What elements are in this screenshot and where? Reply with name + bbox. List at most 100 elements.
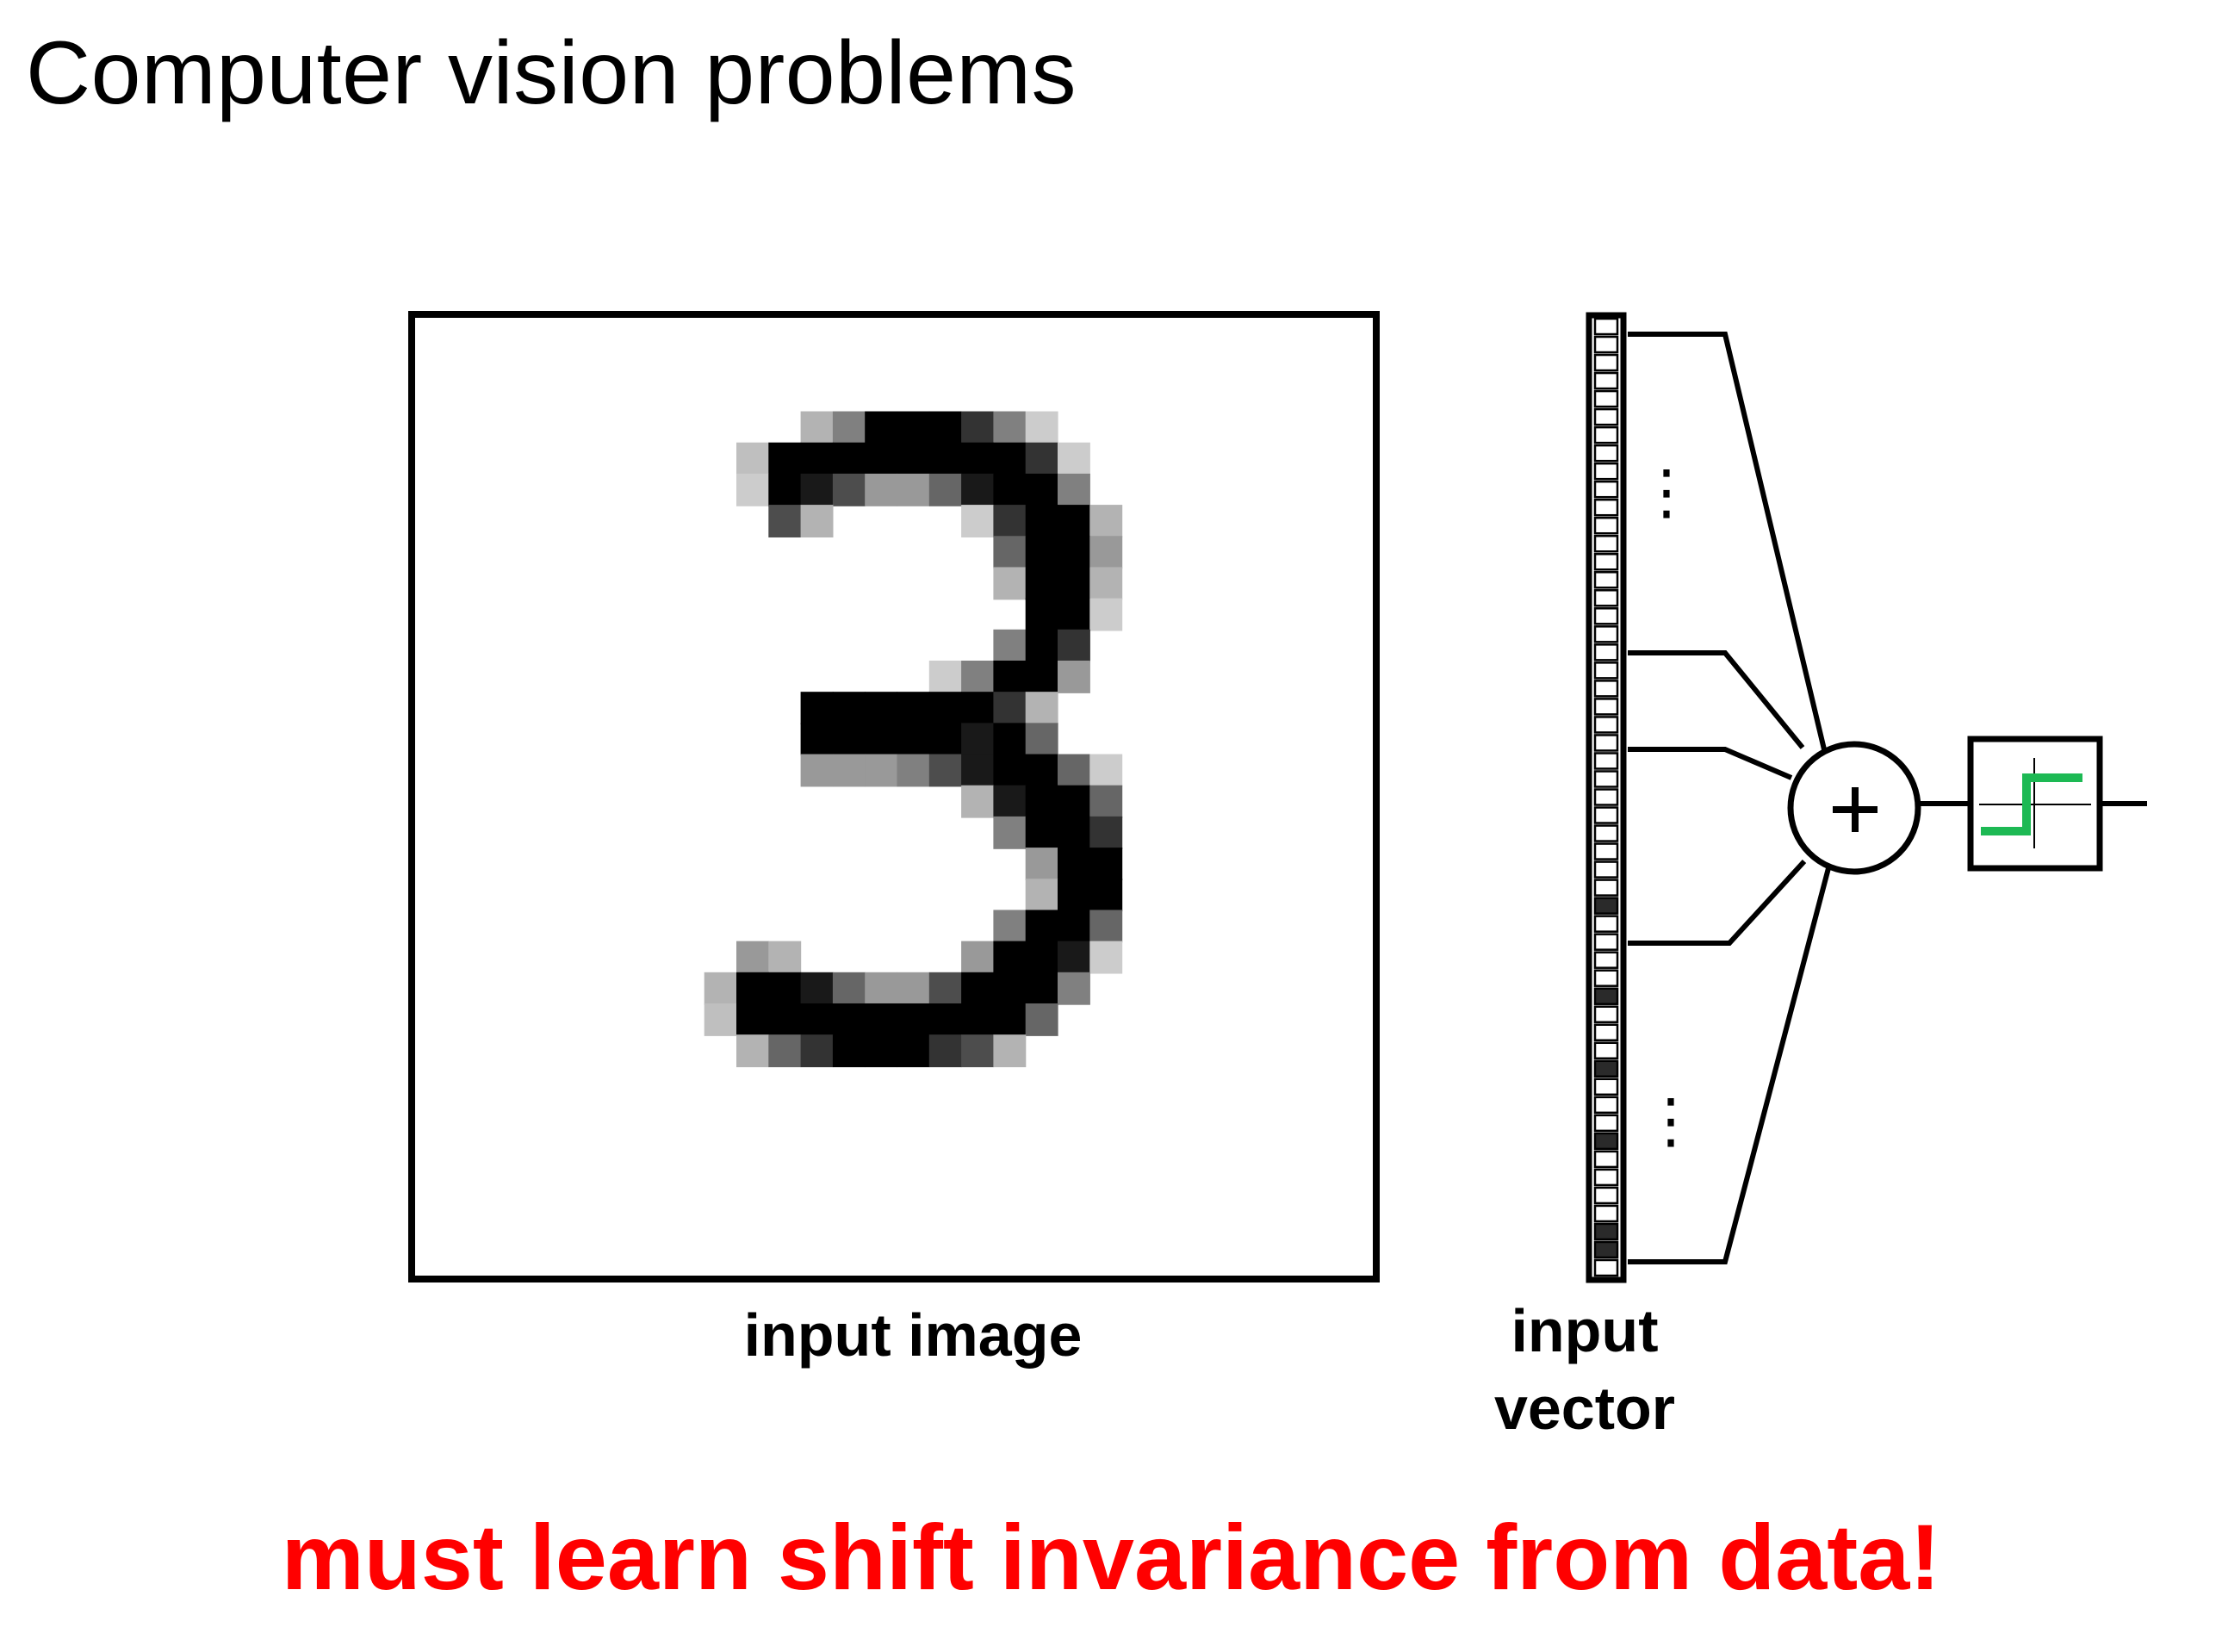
digit-pixel: [1058, 442, 1090, 475]
digit-pixel: [993, 629, 1027, 662]
input-vector-cell: [1593, 1096, 1619, 1115]
digit-pixel: [832, 723, 866, 756]
digit-pixel: [865, 473, 898, 506]
digit-pixel: [1089, 505, 1123, 537]
digit-pixel: [961, 785, 994, 818]
input-vector-cell: [1593, 915, 1619, 933]
digit-pixel: [1025, 536, 1058, 569]
weight-connections: [1628, 332, 1831, 1264]
digit-pixel: [768, 473, 802, 506]
input-vector-cell: [1593, 353, 1619, 372]
digit-pixel: [1025, 754, 1058, 787]
input-vector-cell: [1593, 407, 1619, 426]
connection-top: [1628, 332, 1827, 750]
input-vector-cell: [1593, 951, 1619, 969]
digit-pixel: [961, 941, 994, 974]
digit-pixel: [1025, 442, 1058, 475]
input-vector-cell: [1593, 734, 1619, 752]
digit-pixel: [928, 1034, 962, 1068]
digit-pixel: [865, 1003, 898, 1036]
input-vector-cell: [1593, 335, 1619, 354]
input-vector-frame: [1586, 312, 1627, 1283]
digit-pixel: [1025, 505, 1058, 537]
digit-pixel: [961, 1003, 994, 1036]
digit-pixel: [897, 692, 930, 725]
digit-three-pixels: [704, 411, 1123, 1068]
digit-pixel: [993, 442, 1027, 475]
digit-pixel: [993, 910, 1027, 943]
input-vector-cell: [1593, 842, 1619, 860]
digit-pixel: [736, 442, 769, 475]
digit-pixel: [736, 941, 769, 974]
digit-pixel: [993, 473, 1027, 506]
input-vector-cell: [1593, 462, 1619, 481]
input-vector-cell: [1593, 698, 1619, 716]
digit-pixel: [1058, 785, 1090, 818]
digit-pixel: [800, 442, 834, 475]
digit-pixel: [897, 411, 930, 444]
digit-pixel: [928, 723, 962, 756]
digit-pixel: [993, 411, 1027, 444]
digit-pixel: [1025, 879, 1058, 912]
digit-pixel: [1058, 629, 1090, 662]
digit-pixel: [1058, 536, 1090, 569]
digit-pixel: [928, 972, 962, 1005]
digit-pixel: [928, 1003, 962, 1036]
input-vector-cell: [1593, 552, 1619, 571]
input-vector-cell: [1593, 1005, 1619, 1023]
digit-pixel: [1058, 505, 1090, 537]
digit-pixel: [1089, 941, 1123, 974]
input-vector-cell: [1593, 1222, 1619, 1241]
input-vector-caption-line1: input: [1511, 1297, 1659, 1364]
digit-pixel: [832, 692, 866, 725]
input-vector-cell: [1593, 860, 1619, 879]
digit-pixel: [1058, 941, 1090, 974]
slide-title: Computer vision problems: [26, 23, 1077, 123]
input-vector-caption-line2: vector: [1493, 1375, 1676, 1442]
digit-pixel: [897, 1003, 930, 1036]
input-vector-cell: [1593, 879, 1619, 897]
connection-3: [1628, 747, 1793, 780]
input-vector-cell: [1593, 987, 1619, 1005]
digit-pixel: [1089, 567, 1123, 600]
input-vector-cell: [1593, 643, 1619, 661]
digit-pixel: [1089, 879, 1123, 912]
digit-pixel: [993, 1003, 1027, 1036]
digit-pixel: [897, 1034, 930, 1068]
digit-pixel: [1025, 598, 1058, 631]
connection-bottom: [1628, 867, 1831, 1264]
digit-pixel: [800, 972, 834, 1005]
digit-pixel: [1058, 567, 1090, 600]
input-vector-cell: [1593, 534, 1619, 553]
digit-pixel: [1025, 816, 1058, 849]
input-vector-cell: [1593, 589, 1619, 607]
digit-pixel: [1025, 785, 1058, 818]
digit-pixel: [704, 1003, 737, 1036]
digit-pixel: [865, 1034, 898, 1068]
digit-pixel: [928, 411, 962, 444]
digit-pixel: [961, 411, 994, 444]
input-vector-cell: [1593, 389, 1619, 408]
input-vector-cell: [1593, 1114, 1619, 1133]
digit-pixel: [928, 473, 962, 506]
input-vector-cell: [1593, 516, 1619, 535]
digit-pixel: [1089, 598, 1123, 631]
digit-pixel: [832, 972, 866, 1005]
digit-pixel: [800, 1034, 834, 1068]
ellipsis-bottom: ⋮: [1641, 1085, 1701, 1156]
digit-pixel: [1058, 598, 1090, 631]
input-vector-cell: [1593, 1258, 1619, 1277]
digit-pixel: [1025, 848, 1058, 880]
digit-pixel: [961, 1034, 994, 1068]
digit-pixel: [1058, 754, 1090, 787]
digit-pixel: [800, 692, 834, 725]
digit-pixel: [961, 754, 994, 787]
digit-pixel: [736, 1034, 769, 1068]
digit-pixel: [1025, 567, 1058, 600]
input-vector-cell: [1593, 1023, 1619, 1042]
input-vector-cell: [1593, 371, 1619, 390]
input-vector-cell: [1593, 607, 1619, 625]
digit-pixel: [800, 505, 834, 537]
input-vector-cell: [1593, 317, 1619, 336]
